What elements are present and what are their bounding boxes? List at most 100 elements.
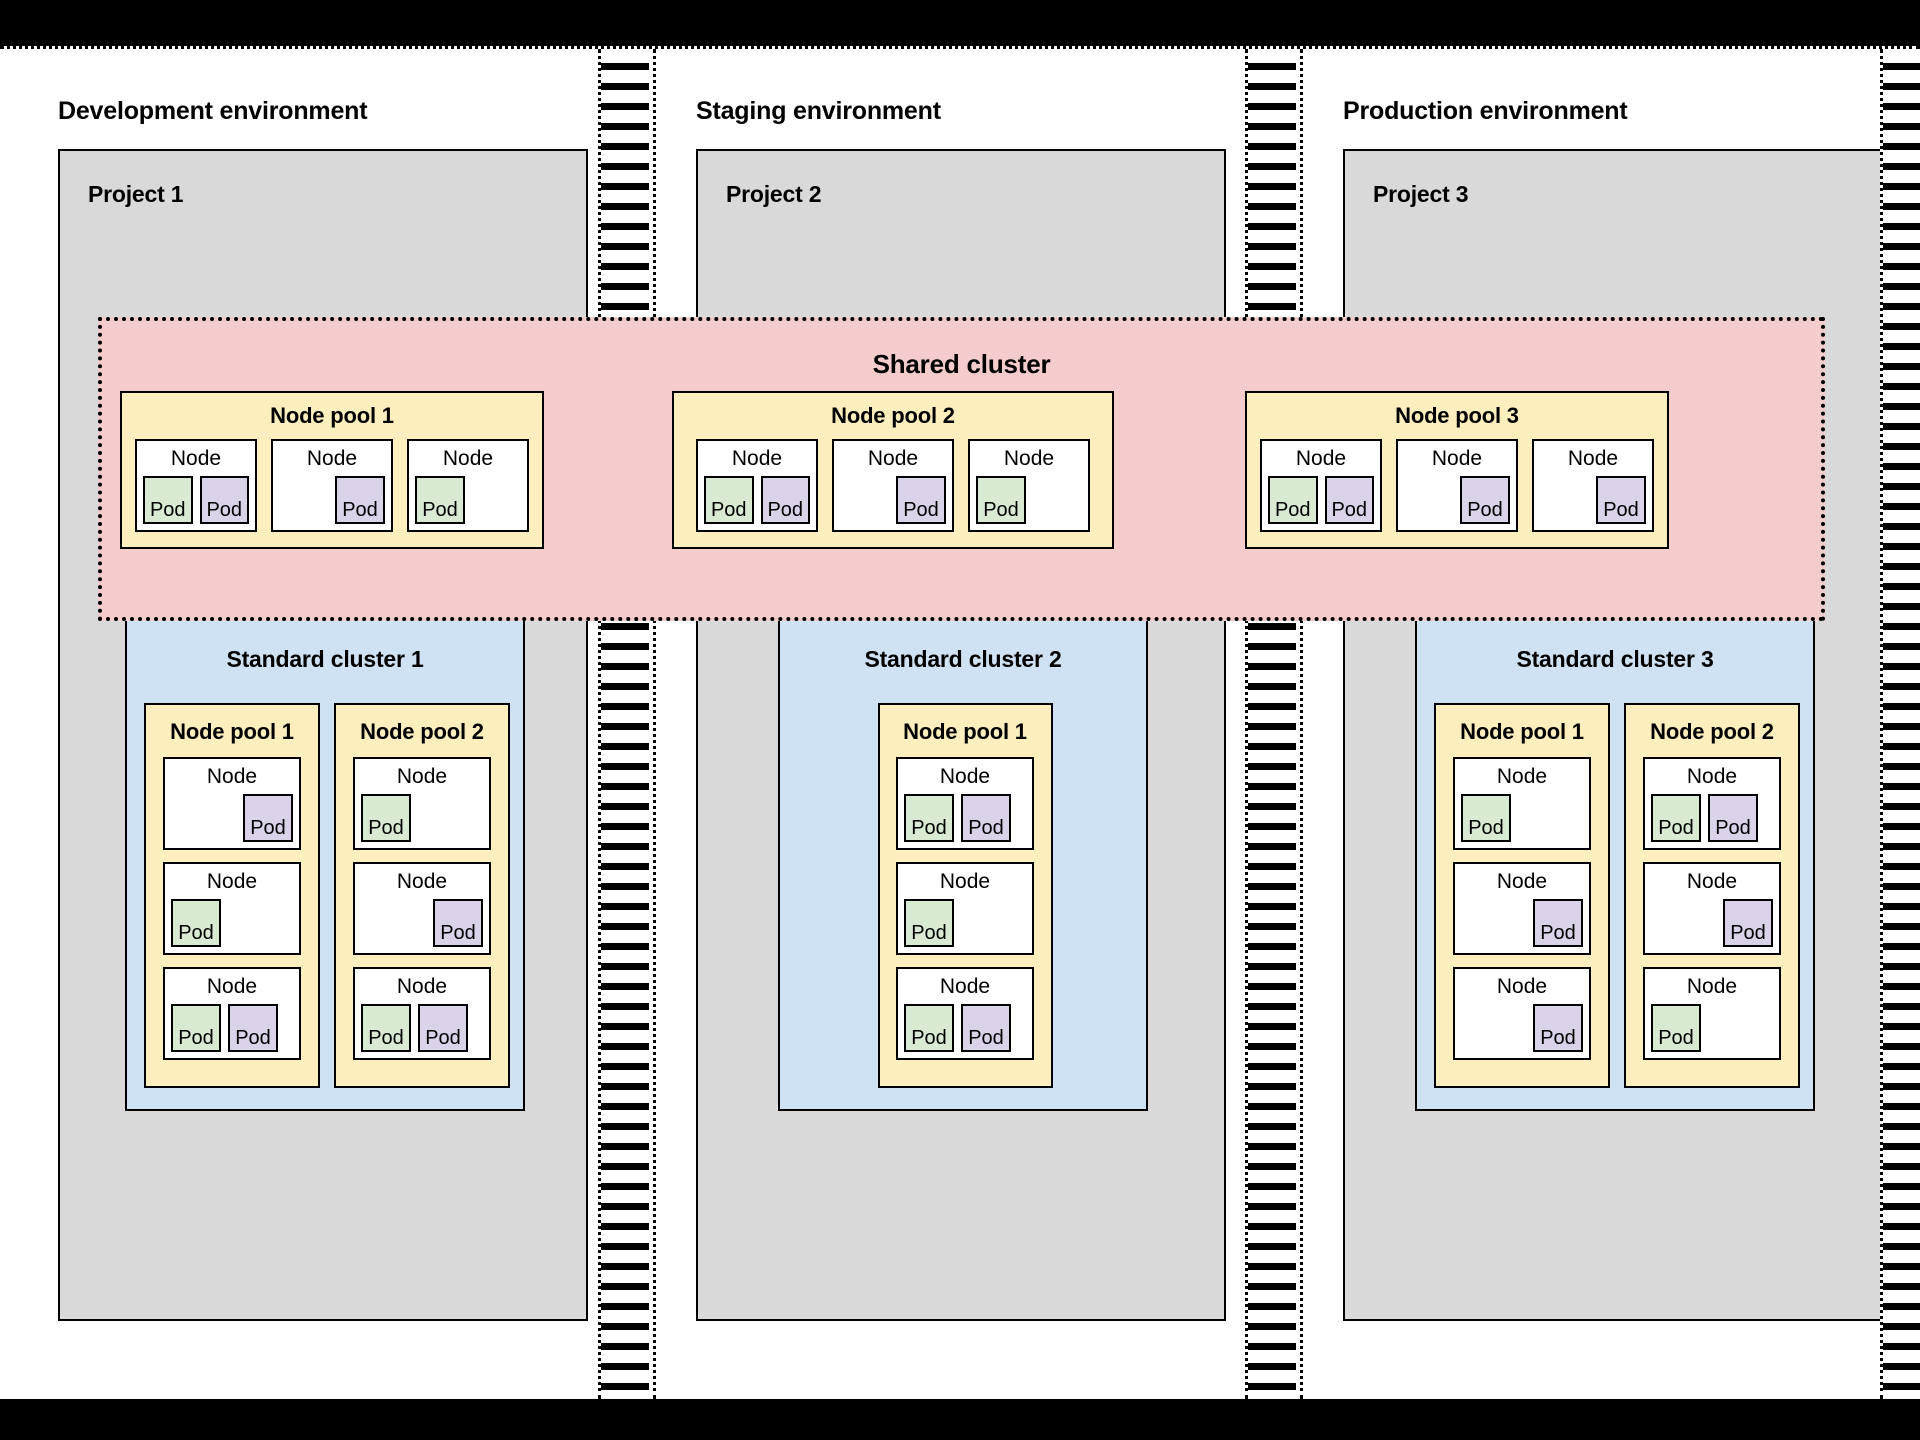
pod-container: Pod bbox=[1455, 997, 1589, 1058]
pod[interactable]: Pod bbox=[1461, 794, 1511, 842]
pod[interactable]: Pod bbox=[904, 899, 954, 947]
node-label: Node bbox=[939, 870, 991, 893]
node-label: Node bbox=[1686, 975, 1738, 998]
node-label: Node bbox=[396, 765, 448, 788]
pod-container: Pod bbox=[1534, 469, 1652, 530]
pod[interactable]: Pod bbox=[143, 476, 193, 524]
pod[interactable]: Pod bbox=[1533, 899, 1583, 947]
pod[interactable]: Pod bbox=[361, 1004, 411, 1052]
project-label: Project 2 bbox=[726, 181, 822, 207]
pod[interactable]: Pod bbox=[1324, 476, 1374, 524]
node-label: Node bbox=[1686, 870, 1738, 893]
pod[interactable]: Pod bbox=[1651, 794, 1701, 842]
pod[interactable]: Pod bbox=[1533, 1004, 1583, 1052]
project-label: Project 3 bbox=[1373, 181, 1469, 207]
pod[interactable]: Pod bbox=[171, 1004, 221, 1052]
node-label: Node bbox=[939, 975, 991, 998]
pod[interactable]: Pod bbox=[760, 476, 810, 524]
pod[interactable]: Pod bbox=[433, 899, 483, 947]
pod[interactable]: Pod bbox=[1460, 476, 1510, 524]
pod[interactable]: Pod bbox=[415, 476, 465, 524]
pod[interactable]: Pod bbox=[243, 794, 293, 842]
node-pool-label: Node pool 1 bbox=[903, 719, 1027, 744]
environment-title: Staging environment bbox=[696, 97, 941, 125]
node-label: Node bbox=[206, 765, 258, 788]
pod[interactable]: Pod bbox=[976, 476, 1026, 524]
pod[interactable]: Pod bbox=[896, 476, 946, 524]
pod[interactable]: Pod bbox=[704, 476, 754, 524]
pod[interactable]: Pod bbox=[1268, 476, 1318, 524]
node-pool-label: Node pool 1 bbox=[170, 719, 294, 744]
node-label: Node bbox=[206, 975, 258, 998]
pod[interactable]: Pod bbox=[1708, 794, 1758, 842]
separator-hatch-2 bbox=[1245, 49, 1303, 1399]
pod[interactable]: Pod bbox=[1596, 476, 1646, 524]
node-pool-label: Node pool 1 bbox=[1460, 719, 1584, 744]
pod[interactable]: Pod bbox=[361, 794, 411, 842]
pod[interactable]: Pod bbox=[199, 476, 249, 524]
pod[interactable]: Pod bbox=[961, 1004, 1011, 1052]
pod[interactable]: Pod bbox=[228, 1004, 278, 1052]
pod[interactable]: Pod bbox=[904, 794, 954, 842]
pod-container: Pod bbox=[409, 469, 527, 530]
node-pool-label: Node pool 2 bbox=[1650, 719, 1774, 744]
pod[interactable]: Pod bbox=[904, 1004, 954, 1052]
pod[interactable]: Pod bbox=[1723, 899, 1773, 947]
pod[interactable]: Pod bbox=[418, 1004, 468, 1052]
pod[interactable]: Pod bbox=[961, 794, 1011, 842]
pod[interactable]: Pod bbox=[335, 476, 385, 524]
hatch-bars bbox=[601, 63, 649, 1399]
pod-container: Pod bbox=[1455, 892, 1589, 953]
pod[interactable]: Pod bbox=[1651, 1004, 1701, 1052]
pod[interactable]: Pod bbox=[171, 899, 221, 947]
node-label: Node bbox=[306, 447, 358, 470]
